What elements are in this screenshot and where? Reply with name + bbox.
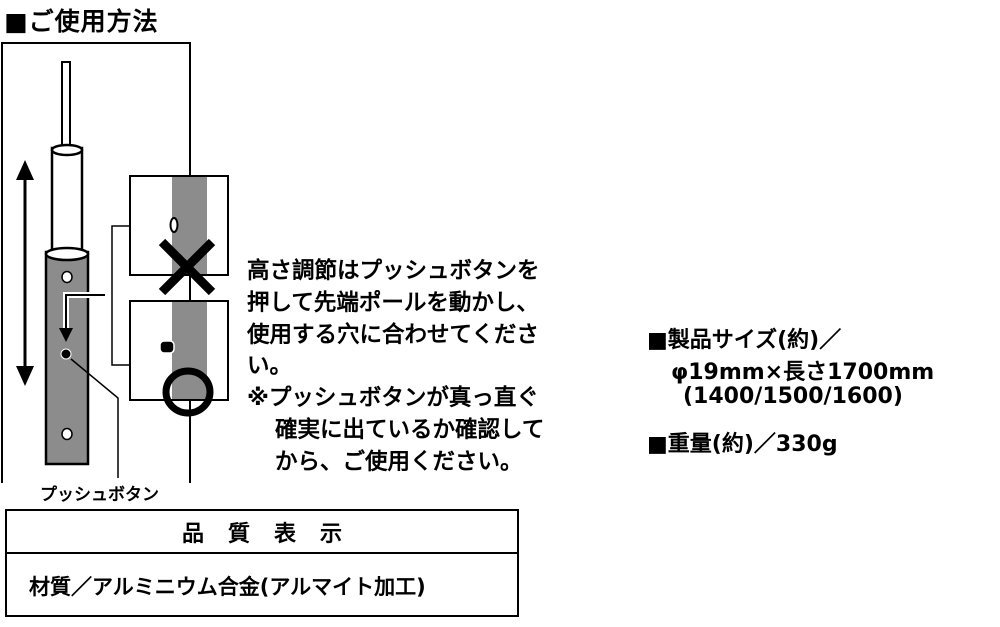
height-arrow-down <box>16 366 34 386</box>
quality-label-table: 品質表示 材質／アルミニウム合金(アルマイト加工) <box>5 509 519 617</box>
detail-correct-tube <box>172 302 207 399</box>
quality-table-header: 品質表示 <box>7 511 517 554</box>
push-button-dot <box>60 348 72 360</box>
detail-bracket <box>111 225 130 366</box>
instructions: 高さ調節はプッシュボタンを 押して先端ポールを動かし、 使用する穴に合わせてくだ… <box>247 256 544 479</box>
instruction-line: い。 <box>247 353 293 380</box>
pole-upper-tube <box>50 146 84 260</box>
note-line: から、ご使用ください。 <box>275 448 523 475</box>
circle-mark-icon <box>162 367 214 417</box>
pole-hole-2 <box>61 427 73 441</box>
instruction-line: 高さ調節はプッシュボタンを <box>247 258 540 284</box>
note-line: ※プッシュボタンが真っ直ぐ <box>247 385 539 412</box>
pole-upper-tube-top <box>50 143 84 157</box>
usage-diagram <box>1 42 229 483</box>
cross-mark-icon-b <box>158 238 216 296</box>
push-button-caption: プッシュボタン <box>40 485 159 505</box>
button-leader-line <box>70 358 119 478</box>
size-label: ■製品サイズ(約)／ <box>647 328 842 353</box>
pole-lower-tube-top <box>44 246 90 262</box>
instruction-line: 使用する穴に合わせてくださ <box>247 321 539 348</box>
weight: ■重量(約)／330g <box>647 432 838 457</box>
note-line: 確実に出ているか確認して <box>275 416 545 443</box>
detail-wrong-button <box>169 217 179 233</box>
page-title: ■ご使用方法 <box>4 7 159 36</box>
detail-correct-button <box>159 340 175 354</box>
size-variants: (1400/1500/1600) <box>683 384 903 409</box>
pole-tip <box>61 61 71 149</box>
direction-arrow-outline <box>65 294 105 330</box>
diagram-frame <box>1 42 191 483</box>
instruction-line: 押して先端ポールを動かし、 <box>247 289 539 316</box>
size-main: φ19mm×長さ1700mm <box>671 360 935 385</box>
material-text: 材質／アルミニウム合金(アルマイト加工) <box>29 575 426 599</box>
direction-arrow-head <box>59 328 73 342</box>
height-arrow-up <box>16 160 34 180</box>
pole-hole-1 <box>61 270 73 284</box>
